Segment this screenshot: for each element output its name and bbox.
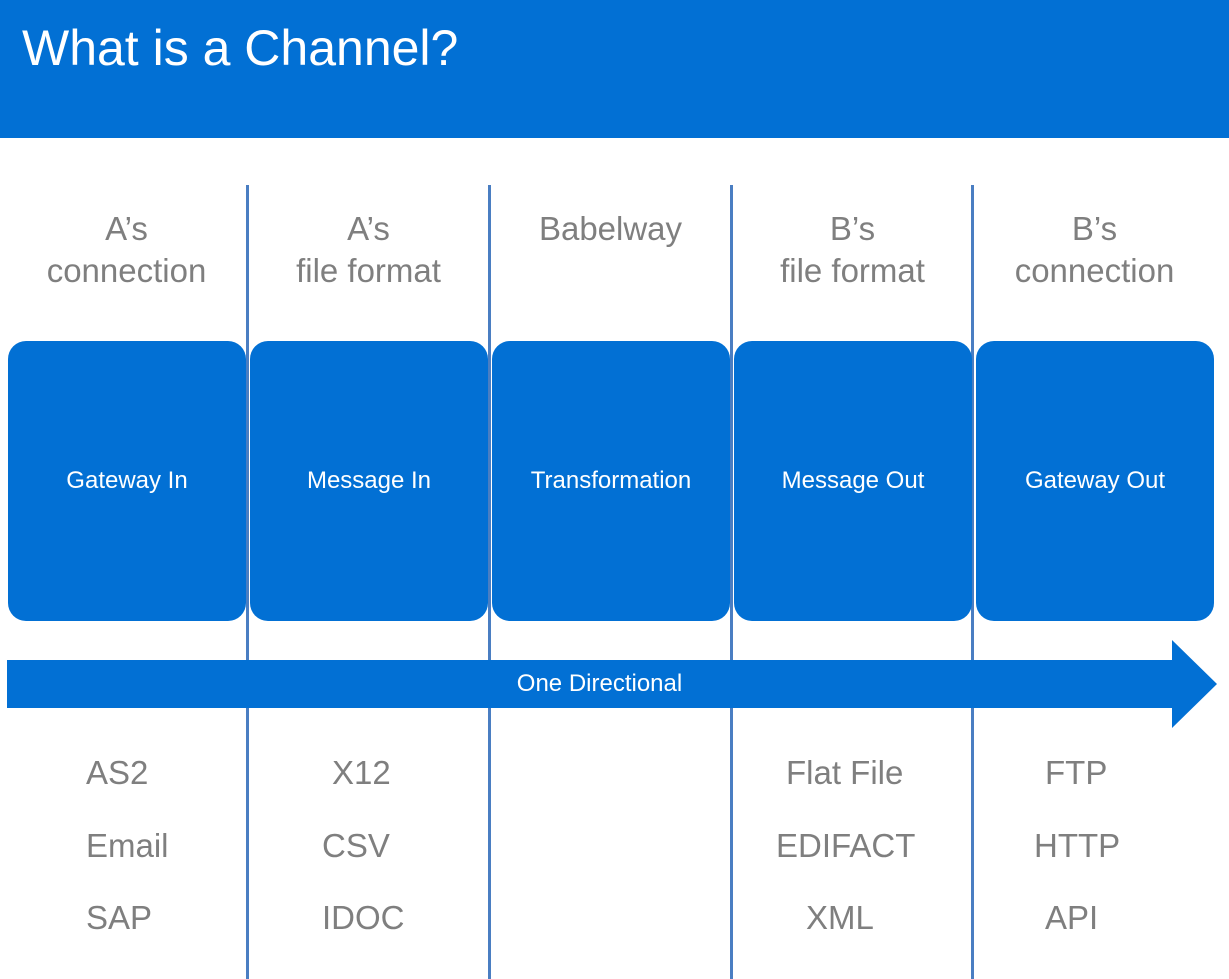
example-item: IDOC bbox=[322, 899, 405, 936]
page-title: What is a Channel? bbox=[22, 20, 459, 76]
title-banner: What is a Channel? bbox=[0, 0, 1229, 138]
stage-box-gateway-in: Gateway In bbox=[8, 341, 246, 621]
stage-box-message-out: Message Out bbox=[734, 341, 972, 621]
arrow-label: One Directional bbox=[516, 670, 683, 697]
example-item: EDIFACT bbox=[776, 827, 916, 864]
stage-box-message-in: Message In bbox=[250, 341, 488, 621]
example-item: API bbox=[1045, 899, 1099, 936]
example-item: Email bbox=[86, 827, 169, 864]
heading-line-2: connection bbox=[46, 252, 207, 289]
example-item: FTP bbox=[1045, 754, 1108, 791]
column-heading-b-file-format: B’s file format bbox=[732, 208, 973, 292]
heading-line-2: file format bbox=[780, 252, 925, 289]
example-item: XML bbox=[806, 899, 874, 936]
column-heading-b-connection: B’s connection bbox=[974, 208, 1215, 292]
heading-line-2: file format bbox=[296, 252, 441, 289]
stage-box-transformation: Transformation bbox=[492, 341, 730, 621]
example-item: X12 bbox=[332, 754, 391, 791]
column-divider bbox=[246, 185, 249, 979]
example-item: AS2 bbox=[86, 754, 149, 791]
example-item: CSV bbox=[322, 827, 390, 864]
heading-line-1: A’s bbox=[347, 210, 390, 247]
column-divider bbox=[730, 185, 733, 979]
arrow-shape bbox=[7, 640, 1217, 728]
heading-line-1: B’s bbox=[829, 210, 876, 247]
heading-line-1: B’s bbox=[1071, 210, 1118, 247]
column-heading-a-connection: A’s connection bbox=[6, 208, 247, 292]
stage-box-gateway-out: Gateway Out bbox=[976, 341, 1214, 621]
example-item: HTTP bbox=[1034, 827, 1121, 864]
example-item: SAP bbox=[86, 899, 153, 936]
column-divider bbox=[971, 185, 974, 979]
example-item: Flat File bbox=[786, 754, 904, 791]
heading-line-1: A’s bbox=[105, 210, 148, 247]
heading-line-2: connection bbox=[1014, 252, 1175, 289]
column-heading-a-file-format: A’s file format bbox=[248, 208, 489, 292]
column-divider bbox=[488, 185, 491, 979]
heading-line-1: Babelway bbox=[538, 210, 683, 247]
direction-arrow bbox=[7, 640, 1217, 728]
column-heading-babelway: Babelway bbox=[490, 208, 731, 250]
